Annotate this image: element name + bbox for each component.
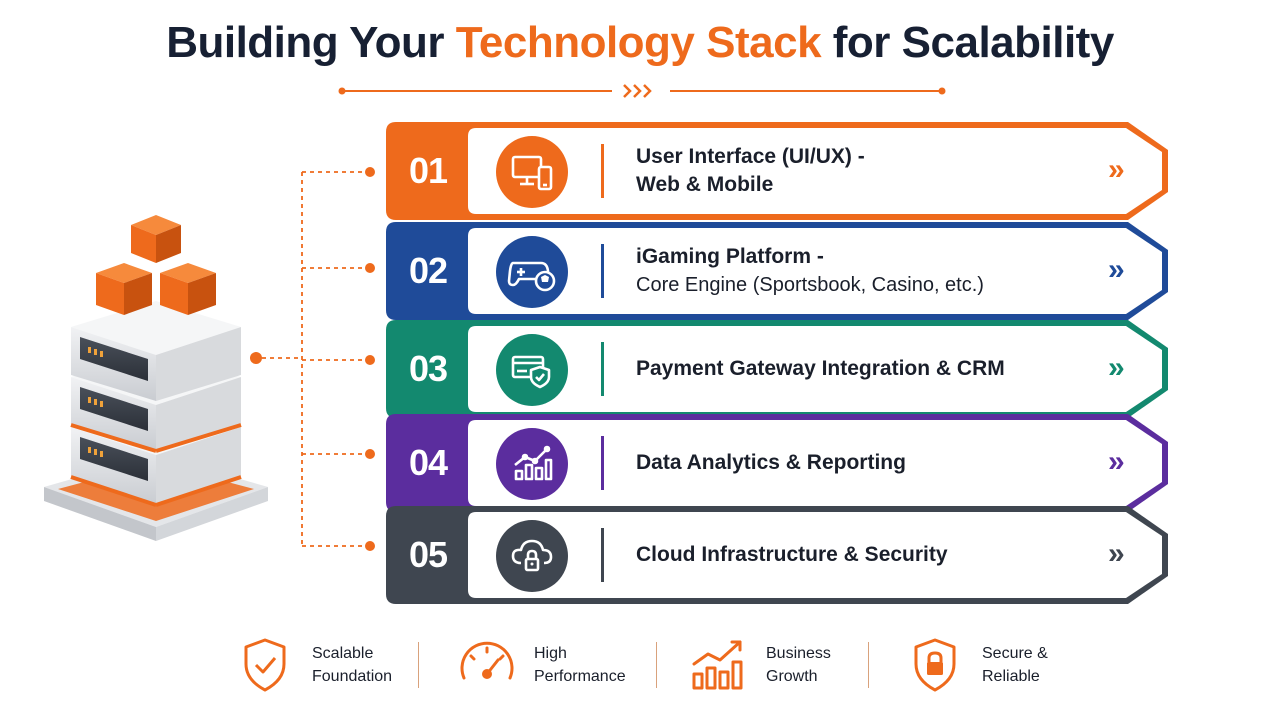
page-title: Building Your Technology Stack for Scala… bbox=[0, 18, 1280, 68]
layer-5-background bbox=[386, 506, 1168, 604]
layer-separator bbox=[601, 436, 604, 490]
stack-layer-4: 04 Data Analytics & Reporting » bbox=[386, 414, 1168, 512]
benefit-scalable-foundation: Scalable Foundation bbox=[234, 630, 392, 700]
layer-label: User Interface (UI/UX) - Web & Mobile bbox=[636, 122, 1076, 220]
shield-lock-icon bbox=[914, 638, 956, 692]
layer-label: Data Analytics & Reporting bbox=[636, 414, 1076, 512]
layer-separator bbox=[601, 244, 604, 298]
speedometer-icon bbox=[460, 641, 514, 680]
layer-subtitle: Web & Mobile bbox=[636, 173, 774, 196]
chevron-right-icon: » bbox=[1108, 445, 1125, 478]
layer-subtitle: Core Engine (Sportsbook, Casino, etc.) bbox=[636, 274, 984, 296]
connector-lines bbox=[250, 167, 375, 551]
cloud-lock-icon bbox=[496, 520, 568, 592]
title-part-1: Building Your bbox=[166, 18, 456, 67]
benefit-text: Scalable Foundation bbox=[312, 645, 393, 685]
stack-layer-1: 01 User Interface (UI/UX) - Web & Mobile… bbox=[386, 122, 1168, 220]
layer-label: Payment Gateway Integration & CRM bbox=[636, 320, 1076, 418]
chevron-right-icon: » bbox=[1108, 153, 1125, 186]
bar-chart-icon bbox=[496, 428, 568, 500]
benefit-business-growth: Business Growth bbox=[688, 630, 831, 700]
layer-1-background bbox=[386, 122, 1168, 220]
layer-title: iGaming Platform - bbox=[636, 245, 824, 268]
layer-number: 04 bbox=[408, 442, 448, 483]
title-part-2: for Scalability bbox=[821, 18, 1115, 67]
benefits-row: Scalable Foundation High Performance bbox=[220, 630, 1080, 700]
gamepad-ball-icon bbox=[496, 236, 568, 308]
layer-number: 05 bbox=[408, 534, 448, 575]
stack-layer-3: 03 Payment Gateway Integration & CRM » bbox=[386, 320, 1168, 418]
layer-label: iGaming Platform - Core Engine (Sportsbo… bbox=[636, 222, 1076, 320]
layer-title: Cloud Infrastructure & Security bbox=[636, 543, 948, 566]
title-accent: Technology Stack bbox=[455, 18, 822, 67]
server-stack-illustration bbox=[44, 215, 268, 541]
card-shield-icon bbox=[496, 334, 568, 406]
layer-number: 02 bbox=[408, 250, 448, 291]
benefit-text: Secure & Reliable bbox=[982, 645, 1048, 685]
benefit-high-performance: High Performance bbox=[456, 630, 626, 700]
layer-separator bbox=[601, 144, 604, 198]
chevron-right-icon: » bbox=[1108, 351, 1125, 384]
layer-separator bbox=[601, 342, 604, 396]
benefit-text: High Performance bbox=[534, 645, 626, 685]
benefit-divider bbox=[868, 642, 869, 688]
chevron-right-icon: » bbox=[1108, 537, 1125, 570]
shield-check-icon bbox=[244, 638, 286, 692]
benefit-divider bbox=[418, 642, 419, 688]
title-divider bbox=[338, 84, 946, 98]
chevron-right-icon: » bbox=[1108, 253, 1125, 286]
layer-4-background bbox=[386, 414, 1168, 512]
benefit-secure-reliable: Secure & Reliable bbox=[904, 630, 1048, 700]
layer-title: User Interface (UI/UX) - bbox=[636, 145, 865, 168]
benefit-text: Business Growth bbox=[766, 645, 831, 685]
benefit-divider bbox=[656, 642, 657, 688]
layer-number: 01 bbox=[408, 150, 448, 191]
layer-separator bbox=[601, 528, 604, 582]
stack-layer-5: 05 Cloud Infrastructure & Security » bbox=[386, 506, 1168, 604]
layer-title: Payment Gateway Integration & CRM bbox=[636, 357, 1005, 380]
devices-icon bbox=[496, 136, 568, 208]
layer-label: Cloud Infrastructure & Security bbox=[636, 506, 1076, 604]
layer-title: Data Analytics & Reporting bbox=[636, 451, 906, 474]
layer-2-background bbox=[386, 222, 1168, 320]
stack-layer-2: 02 iGaming Platform - Core Engine (Sport… bbox=[386, 222, 1168, 320]
layer-3-background bbox=[386, 320, 1168, 418]
layer-number: 03 bbox=[408, 348, 448, 389]
growth-chart-icon bbox=[692, 640, 743, 690]
